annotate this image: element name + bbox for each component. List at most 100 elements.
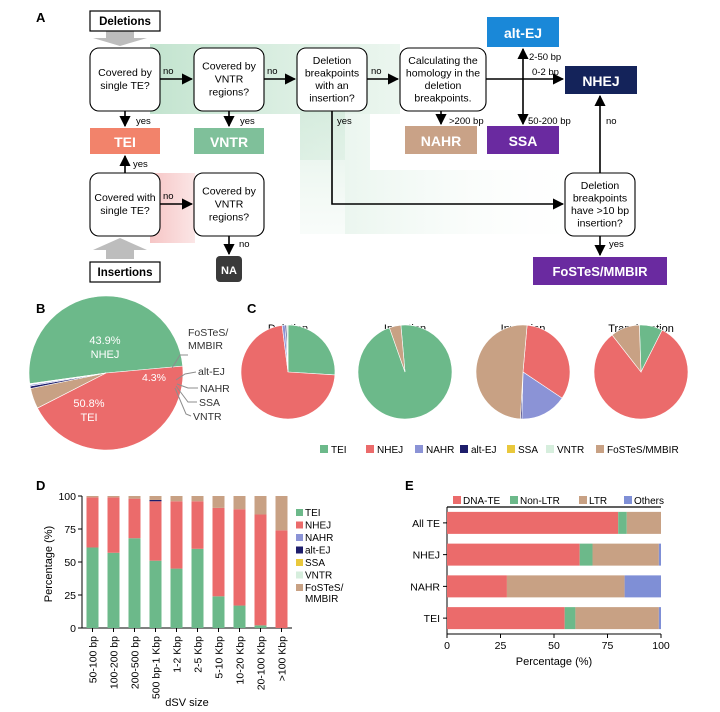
chart-e-xtick-label-0: 0: [444, 640, 450, 652]
legend-c-swatch-vntr: [546, 445, 554, 453]
callout-fostes-label: FoSTeS/MMBIR: [188, 327, 228, 352]
chart-e-bar-nahr-dna-te: [447, 575, 507, 598]
edge-label-no-6: no: [606, 116, 617, 127]
chart-d-xtick-label-500-bp-1-kbp: 500 bp-1 Kbp: [151, 636, 163, 699]
legend-e-label-ltr: LTR: [589, 496, 607, 507]
deletions-box: [89, 10, 161, 32]
chart-d-bar-2-5-kbp-nhej: [191, 501, 204, 549]
legend-c-label-alt-ej: alt-EJ: [471, 445, 497, 456]
chart-e-bar-nhej-ltr: [592, 543, 659, 566]
callout-nahr-line: [176, 383, 198, 389]
insertions-box: [89, 261, 161, 283]
chart-d-bar-500-bp-1-kbp-nhej: [149, 501, 162, 561]
chart-d-bar-50-100-bp-nhej: [86, 497, 99, 548]
chart-e-ytick-label-all-te: All TE: [412, 518, 440, 530]
chart-d-bar-2-5-kbp-tei: [191, 548, 204, 628]
legend-d-swatch-vntr: [296, 571, 303, 579]
legend-e-label-non-ltr: Non-LTR: [520, 496, 560, 507]
pie-c-deletion-slice-vntr: [286, 324, 289, 373]
chart-d-bar-2-5-kbp-fostes-mmbir: [191, 496, 204, 502]
chart-d-bar-1-2-kbp-tei: [170, 568, 183, 628]
callout-vntr-label: VNTR: [193, 411, 222, 423]
chart-d-bar-20-100-kbp-tei: [254, 625, 267, 628]
legend-d-label-fostes-mmbir: FoSTeS/MMBIR: [305, 583, 344, 605]
legend-c-swatch-nahr: [415, 445, 423, 453]
chart-e-xtick-label-50: 50: [548, 640, 560, 652]
result-na-label: NA: [221, 265, 237, 277]
legend-c-label-fostes-mmbir: FoSTeS/MMBIR: [607, 445, 679, 456]
callout-altej-label: alt-EJ: [198, 366, 225, 378]
chart-e-bar-all-te-non-ltr: [618, 511, 627, 534]
panel-label-a: A: [36, 10, 46, 25]
chart-e-xlabel: Percentage (%): [516, 656, 592, 668]
chart-d-xtick-label-2-5-kbp: 2-5 Kbp: [193, 636, 205, 673]
chart-d-ylabel: Percentage (%): [43, 526, 55, 602]
chart-e-ytick-label-nhej: NHEJ: [413, 550, 440, 562]
deletions-label: Deletions: [99, 16, 151, 28]
legend-d-swatch-fostes-mmbir: [296, 584, 303, 591]
chart-d-xtick-label-100-kbp: >100 Kbp: [277, 636, 289, 681]
pie-b-slice-tei: [28, 295, 184, 385]
callout-altej-line: [175, 371, 197, 381]
pie-c-deletion-slice-nhej: [240, 325, 336, 420]
result-nahr-label: NAHR: [421, 133, 461, 149]
chart-d-ytick-label-0: 0: [70, 623, 76, 635]
chart-e-bar-nhej-dna-te: [447, 543, 580, 566]
chart-d-xtick-label-200-500-bp: 200-500 bp: [130, 636, 142, 689]
insertions-label: Insertions: [98, 267, 153, 279]
pie-b-fostes-pct: 4.3%: [142, 372, 166, 384]
edge-label-2-50bp: 2-50 bp: [529, 52, 561, 63]
chart-e-xtick-label-25: 25: [495, 640, 507, 652]
chart-d-bar-100-kbp-nhej: [275, 530, 288, 628]
pie-b-nhej-name: NHEJ: [91, 349, 120, 361]
result-fostes-label: FoSTeS/MMBIR: [552, 264, 648, 279]
chart-d-bar-500-bp-1-kbp-tei: [149, 560, 162, 628]
chart-d-bar-10-20-kbp-tei: [233, 605, 246, 628]
chart-d-bar-10-20-kbp-nhej: [233, 509, 246, 606]
legend-c-swatch-nhej: [366, 445, 374, 453]
pie-c-inversion-slice-nhej: [522, 324, 571, 399]
result-na-box: [216, 256, 242, 282]
legend-d-swatch-alt-ej: [296, 546, 303, 554]
chart-d-bar-200-500-bp-tei: [128, 538, 141, 628]
arrow-d3-ins10: [331, 111, 565, 210]
pie-c-deletion: [240, 324, 336, 420]
callout-fostes-line: [171, 354, 188, 369]
legend-d-label-ssa: SSA: [305, 558, 325, 569]
chart-e-bar-nhej-non-ltr: [579, 543, 593, 566]
edge-label-yes-3: yes: [337, 116, 352, 127]
chart-d-ytick-label-100: 100: [58, 491, 76, 503]
chart-e-bar-nahr-ltr: [506, 575, 625, 598]
chart-e-ytick-label-nahr: NAHR: [410, 581, 440, 593]
edge-label-yes-1: yes: [136, 116, 151, 127]
chart-d-bar-100-kbp-fostes-mmbir: [275, 496, 288, 531]
legend-d-swatch-ssa: [296, 559, 303, 566]
chart-d-xtick-label-20-100-kbp: 20-100 Kbp: [256, 636, 268, 690]
edge-label-no-4: no: [163, 191, 174, 202]
pie-c-deletion-slice-tei: [287, 324, 336, 376]
result-altej-label: alt-EJ: [504, 25, 542, 41]
chart-d-bar-200-500-bp-fostes-mmbir: [128, 496, 141, 499]
chart-d-xtick-label-1-2-kbp: 1-2 Kbp: [172, 636, 184, 673]
result-altej-box: [487, 17, 559, 47]
pie-b-tei-pct: 50.8%: [73, 398, 104, 410]
edge-label-no-3: no: [371, 66, 382, 77]
pie-c-inversion-slice-fostes-mmbir: [475, 324, 528, 420]
legend-d-label-vntr: VNTR: [305, 571, 332, 582]
chart-d-bar-20-100-kbp-nhej: [254, 514, 267, 626]
insertion-input-arrow: [93, 238, 147, 259]
